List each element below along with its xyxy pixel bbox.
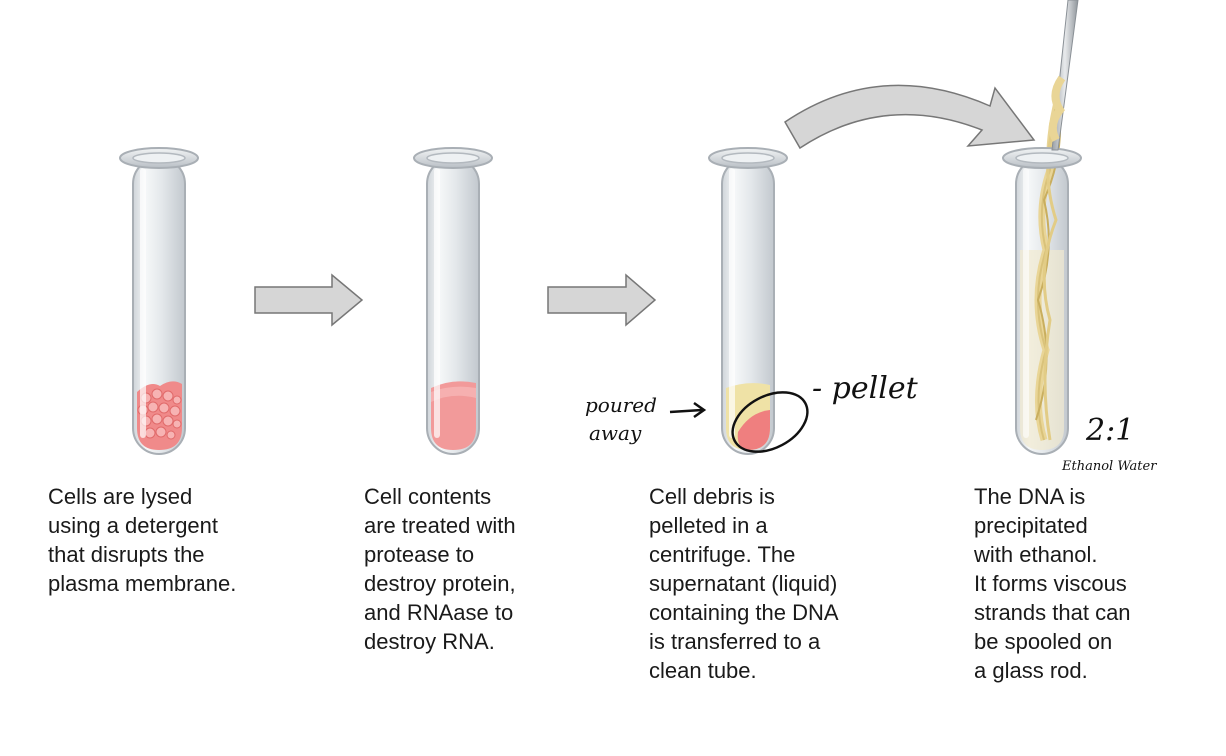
annotation-away: away [589,421,642,445]
annotation-ratio: 2:1 [1085,413,1134,448]
tube-centrifuge [708,147,788,455]
arrow-transfer-curved [784,84,1036,150]
cell-contents-liquid [431,381,476,450]
caption-lysis: Cells are lysed using a detergent that d… [48,484,237,596]
tube-precipitation [1002,0,1082,455]
tube-digestion [413,147,493,455]
cell-pellet [737,410,770,450]
ethanol-liquid [1020,250,1064,450]
annotation-pellet: - pellet [812,371,919,406]
tube-lysis [119,147,199,455]
annotation-ethanol-water: Ethanol Water [1061,459,1157,474]
annotation-poured: poured [585,393,657,417]
handwritten-annotations: poured away - pellet 2:1 Ethanol Water [585,371,1157,474]
caption-precipitation: The DNA is precipitated with ethanol. It… [974,484,1131,683]
arrow-step-1 [254,273,364,327]
caption-centrifuge: Cell debris is pelleted in a centrifuge.… [649,484,839,683]
arrow-step-2 [547,273,657,327]
annotation-arrow [669,401,707,419]
caption-digestion: Cell contents are treated with protease … [364,484,516,654]
pellet-circle [731,391,809,453]
